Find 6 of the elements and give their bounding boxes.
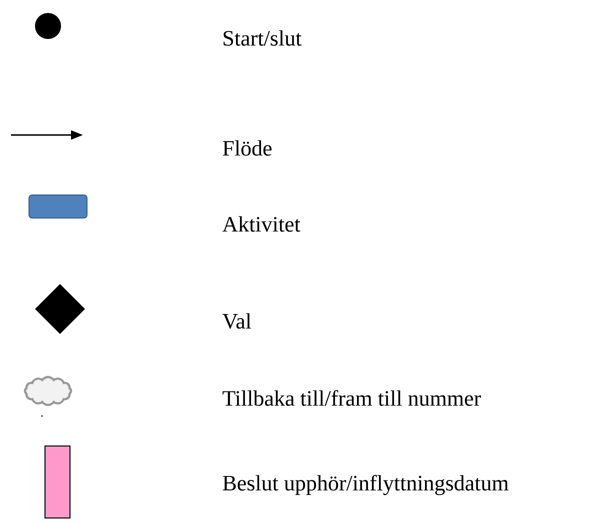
legend-text: Flöde [222,140,272,156]
legend-text: Val [222,313,252,329]
legend-text: Beslut upphör/inflyttningsdatum [222,474,508,496]
legend-text: Start/slut [224,30,302,46]
legend-text: Tillbaka till/fram till nummer [222,390,481,406]
legend-text: Aktivitet [222,216,300,232]
